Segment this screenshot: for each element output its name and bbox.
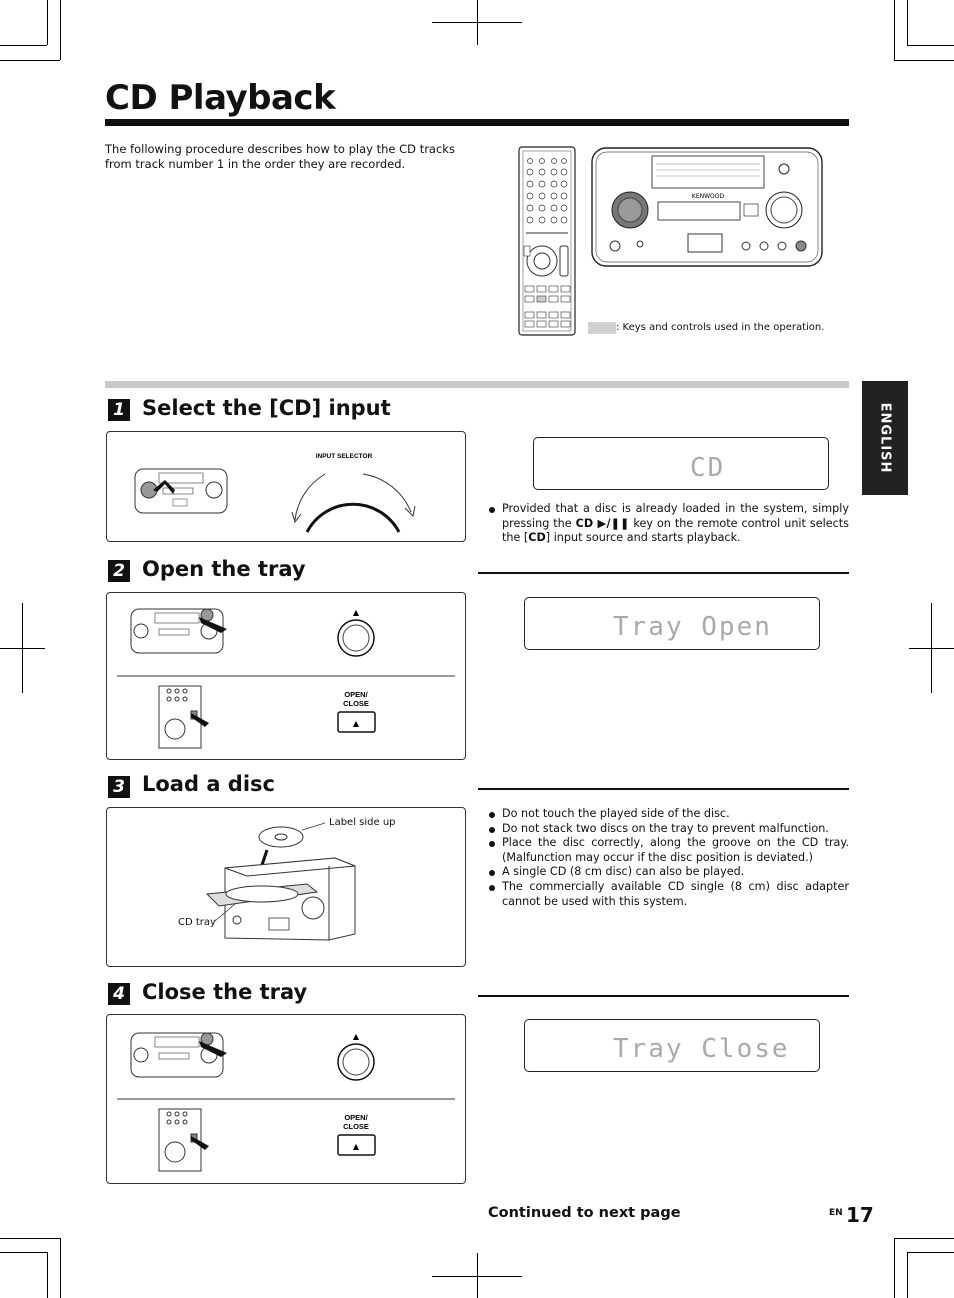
crop-mark (47, 0, 48, 45)
main-unit-illustration: KENWOOD (591, 147, 823, 267)
load-disc-illustration (205, 822, 356, 941)
language-tab-label: ENGLISH (877, 402, 893, 474)
close-tray-illustration: ▲ OPEN/ CLOSE ▲ (117, 1032, 455, 1172)
crop-mark (894, 1238, 954, 1239)
crop-mark (0, 45, 47, 46)
step-4-rule (478, 995, 849, 997)
crop-mark (22, 603, 23, 693)
note-item: Do not stack two discs on the tray to pr… (488, 822, 849, 837)
step-1-note: Provided that a disc is already loaded i… (488, 502, 849, 546)
step-4-title: Close the tray (142, 980, 308, 1004)
legend-swatch (588, 322, 616, 334)
step-2-display: Tray Open (524, 597, 820, 650)
note-item: Provided that a disc is already loaded i… (488, 502, 849, 546)
page-language-prefix: EN (829, 1208, 843, 1218)
step-4-number: 4 (108, 983, 130, 1005)
note-item: Place the disc correctly, along the groo… (488, 836, 849, 865)
display-text: Tray Open (613, 612, 772, 642)
step-3-number: 3 (108, 776, 130, 798)
language-tab: ENGLISH (862, 381, 908, 495)
page-title: CD Playback (105, 78, 336, 118)
crop-mark (907, 0, 908, 45)
crop-mark (47, 1252, 48, 1298)
step-4-display: Tray Close (524, 1019, 820, 1072)
step-4-illustration-box: ▲ OPEN/ CLOSE ▲ (106, 1014, 466, 1184)
crop-mark (907, 1252, 954, 1253)
crop-mark (0, 60, 60, 61)
step-1-title: Select the [CD] input (142, 396, 391, 420)
display-text: CD (690, 453, 726, 483)
section-rule (105, 381, 849, 388)
step-3-title: Load a disc (142, 772, 275, 796)
legend-text: : Keys and controls used in the operatio… (616, 322, 825, 333)
page-number: 17 (846, 1203, 874, 1227)
note-item: A single CD (8 cm disc) can also be play… (488, 865, 849, 880)
crop-mark (894, 60, 954, 61)
step-1-display: CD (533, 437, 829, 490)
crop-mark (0, 1238, 60, 1239)
remote-control-illustration (518, 146, 576, 336)
cd-tray-text: CD tray (178, 917, 216, 928)
open-close-label: OPEN/ (344, 690, 368, 699)
step-2-number: 2 (108, 560, 130, 582)
input-selector-label: INPUT SELECTOR (316, 453, 373, 460)
step-2-rule (478, 572, 849, 574)
svg-text:▲: ▲ (353, 719, 360, 728)
label-side-up-text: Label side up (329, 817, 396, 828)
step-2-illustration-box: ▲ OPEN/ CLOSE ▲ (106, 592, 466, 760)
eject-symbol: ▲ (353, 608, 360, 617)
open-close-label: OPEN/ (344, 1113, 368, 1122)
crop-mark (477, 1253, 478, 1298)
open-close-label: CLOSE (343, 699, 369, 708)
continued-text: Continued to next page (488, 1205, 681, 1221)
note-item: The commercially available CD single (8 … (488, 880, 849, 909)
step-1-illustration-box: INPUT SELECTOR (106, 431, 466, 542)
open-close-label: CLOSE (343, 1122, 369, 1131)
intro-text: The following procedure describes how to… (105, 142, 455, 171)
crop-mark (931, 603, 932, 693)
step-3-rule (478, 788, 849, 790)
step-3-notes: Do not touch the played side of the disc… (488, 807, 849, 909)
crop-mark (894, 1238, 895, 1298)
crop-mark (60, 1238, 61, 1298)
step-2-title: Open the tray (142, 557, 306, 581)
display-text: Tray Close (613, 1034, 790, 1064)
note-item: Do not touch the played side of the disc… (488, 807, 849, 822)
crop-mark (907, 45, 954, 46)
crop-mark (60, 0, 61, 60)
brand-label: KENWOOD (692, 193, 725, 200)
crop-mark (0, 1252, 47, 1253)
svg-text:▲: ▲ (353, 1142, 360, 1151)
step-3-illustration-box: Label side up CD tray (106, 807, 466, 967)
crop-mark (477, 0, 478, 45)
input-selector-illustration: INPUT SELECTOR (134, 453, 416, 533)
eject-symbol: ▲ (353, 1032, 360, 1041)
crop-mark (894, 0, 895, 60)
open-tray-illustration: ▲ OPEN/ CLOSE ▲ (117, 608, 455, 749)
title-rule (105, 119, 849, 126)
crop-mark (907, 1252, 908, 1298)
step-1-number: 1 (108, 399, 130, 421)
